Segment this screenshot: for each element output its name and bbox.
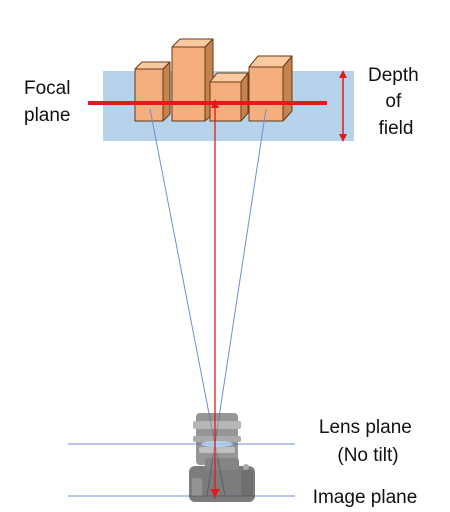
depth-of-field-label: Depth of field (368, 65, 424, 139)
building-3 (209, 72, 249, 122)
lens-plane-label: Lens plane (No tilt) (319, 417, 417, 466)
building-1 (134, 61, 171, 122)
camera-icon (189, 413, 255, 502)
building-2 (171, 38, 214, 122)
focal-plane-label: Focal plane (24, 78, 76, 126)
image-plane-label: Image plane (313, 487, 418, 508)
buildings (134, 38, 293, 122)
depth-of-field-arrow (339, 70, 347, 142)
image-plane-marker (210, 489, 220, 497)
center-ray (211, 99, 219, 499)
building-4 (248, 55, 293, 122)
